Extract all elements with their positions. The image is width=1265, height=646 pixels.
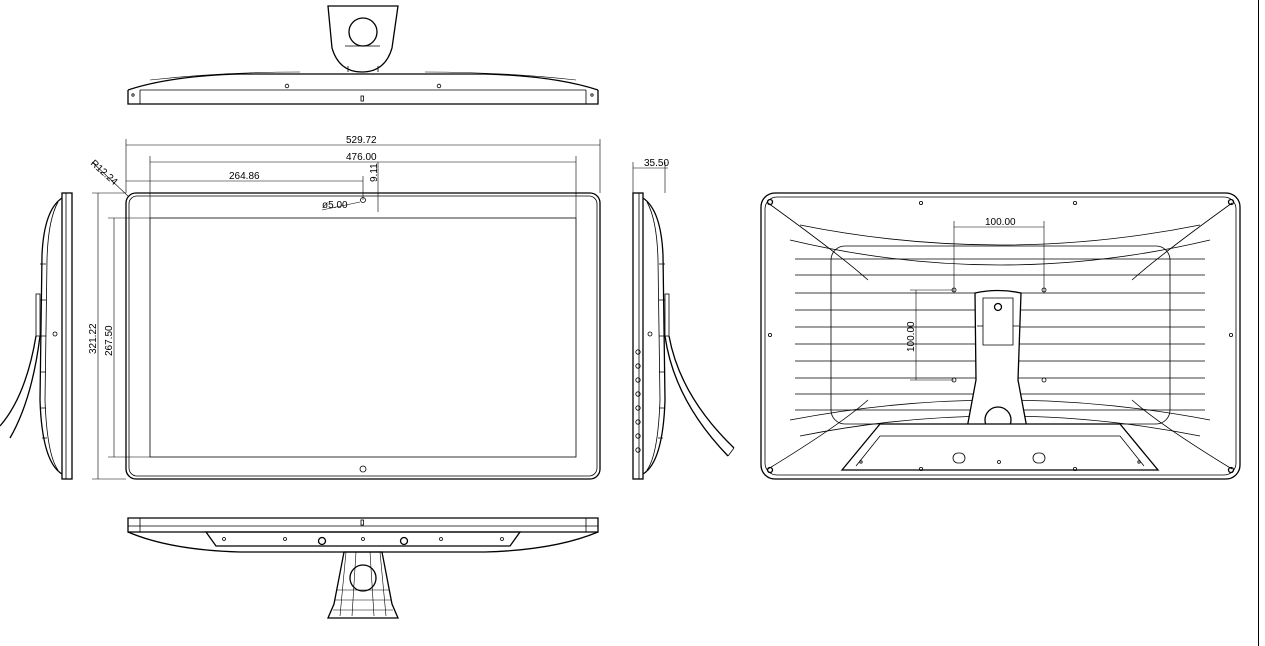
rear-view: 100.00 100.00 (760, 192, 1241, 480)
front-view: 529.72 476.00 264.86 9.11 ø5.00 R12.24 3… (88, 135, 601, 480)
center-offset-label: 264.86 (229, 171, 260, 182)
top-view (127, 5, 599, 105)
right-side-view: 35.50 (632, 158, 735, 480)
left-side-view (0, 192, 73, 480)
page-border-line (1258, 0, 1259, 646)
camera-hole-label: ø5.00 (322, 200, 348, 211)
camera-offset-label: 9.11 (369, 163, 380, 182)
corner-radius-label: R12.24 (88, 158, 120, 188)
depth-label: 35.50 (644, 158, 669, 169)
vesa-vertical-label: 100.00 (906, 321, 917, 352)
overall-height-label: 321.22 (88, 323, 99, 354)
bottom-view (127, 517, 599, 619)
vesa-horizontal-label: 100.00 (985, 217, 1016, 228)
screen-width-label: 476.00 (346, 152, 377, 163)
screen-height-label: 267.50 (104, 325, 115, 356)
overall-width-label: 529.72 (346, 135, 377, 146)
